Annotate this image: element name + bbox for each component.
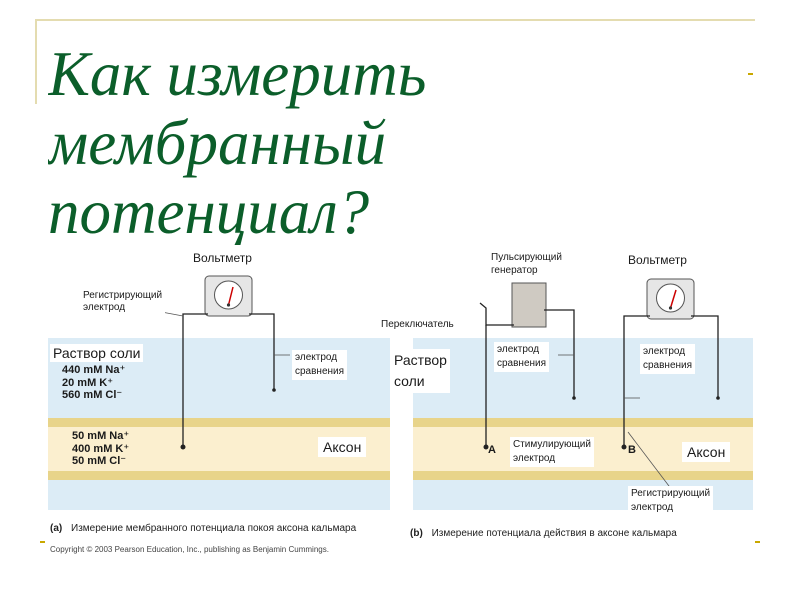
- panel-b-point-a: A: [488, 444, 496, 456]
- panel-b-voltmeter-label: Вольтметр: [628, 253, 687, 267]
- panel-b-recording-wire: [623, 315, 650, 447]
- panel-b-reference-2-label: электрод сравнения: [640, 344, 696, 374]
- panel-a-reference-electrode-label: электрод сравнения: [292, 350, 348, 380]
- slide-tick: [748, 73, 753, 75]
- panel-b-stim-tip: [483, 444, 489, 450]
- panel-b-voltmeter-needle: [669, 289, 677, 309]
- panel-a-recording-tip: [180, 444, 186, 450]
- panel-b-switch-label: Переключатель: [381, 319, 454, 330]
- panel-b-reference-1-label: электрод сравнения: [494, 342, 550, 372]
- panel-b-voltmeter-dial: [656, 283, 685, 313]
- panel-a-axon-label: Аксон: [318, 437, 367, 457]
- panel-b-stim-wire: [479, 302, 514, 326]
- panel-b-generator-label: Пульсирующий генератор: [491, 252, 562, 276]
- slide-tick: [40, 541, 45, 543]
- panel-b-caption: (b) Измерение потенциала действия в аксо…: [410, 528, 677, 539]
- panel-b-axon-lower-membrane: [413, 471, 753, 480]
- panel-b-axon-upper-membrane: [413, 418, 753, 427]
- panel-b-recording-electrode-label: Регистрирующий электрод: [628, 486, 714, 516]
- panel-a-recording-wire: [182, 313, 208, 447]
- title-line-1: Как измерить: [48, 40, 427, 109]
- panel-a-voltmeter-dial: [214, 280, 243, 310]
- slide-title: Как измерить мембранный потенциал?: [48, 40, 648, 245]
- panel-a-caption: (a) Измерение мембранного потенциала пок…: [50, 523, 357, 534]
- panel-a-outside-ions: 440 mM Na⁺ 20 mM K⁺ 560 mM Cl⁻: [62, 364, 126, 401]
- panel-a-recording-electrode-label: Регистрирующий электрод: [80, 289, 166, 315]
- panel-b-point-b: B: [628, 444, 636, 456]
- panel-b-generator-return: [544, 309, 575, 398]
- copyright-notice: Copyright © 2003 Pearson Education, Inc.…: [50, 545, 329, 554]
- panel-a-salt-solution-label: Раствор соли: [50, 344, 144, 362]
- panel-a-inside-ions: 50 mM Na⁺ 400 mM K⁺ 50 mM Cl⁻: [72, 430, 130, 467]
- panel-a-voltmeter-label: Вольтметр: [193, 251, 252, 265]
- panel-b-salt-solution-label: Раствор соли: [391, 349, 450, 393]
- panel-a-axon-lower-membrane: [48, 471, 390, 480]
- panel-b-reference-wire: [691, 315, 719, 398]
- title-line-2: мембранный: [48, 108, 387, 178]
- panel-b-stim-electrode-label: Стимулирующий электрод: [510, 437, 594, 467]
- panel-b-pulse-generator: [511, 282, 547, 328]
- panel-a-reference-wire: [249, 313, 275, 390]
- panel-b-recording-tip: [621, 444, 627, 450]
- panel-b-rec-pointer: [627, 431, 673, 491]
- slide-frame-top: [35, 19, 755, 21]
- title-line-3: потенциал?: [48, 177, 370, 246]
- panel-b-axon-label: Аксон: [682, 442, 731, 462]
- slide-frame-left: [35, 19, 37, 104]
- panel-a-axon-upper-membrane: [48, 418, 390, 427]
- slide-tick: [755, 541, 760, 543]
- panel-a-voltmeter-needle: [227, 286, 234, 306]
